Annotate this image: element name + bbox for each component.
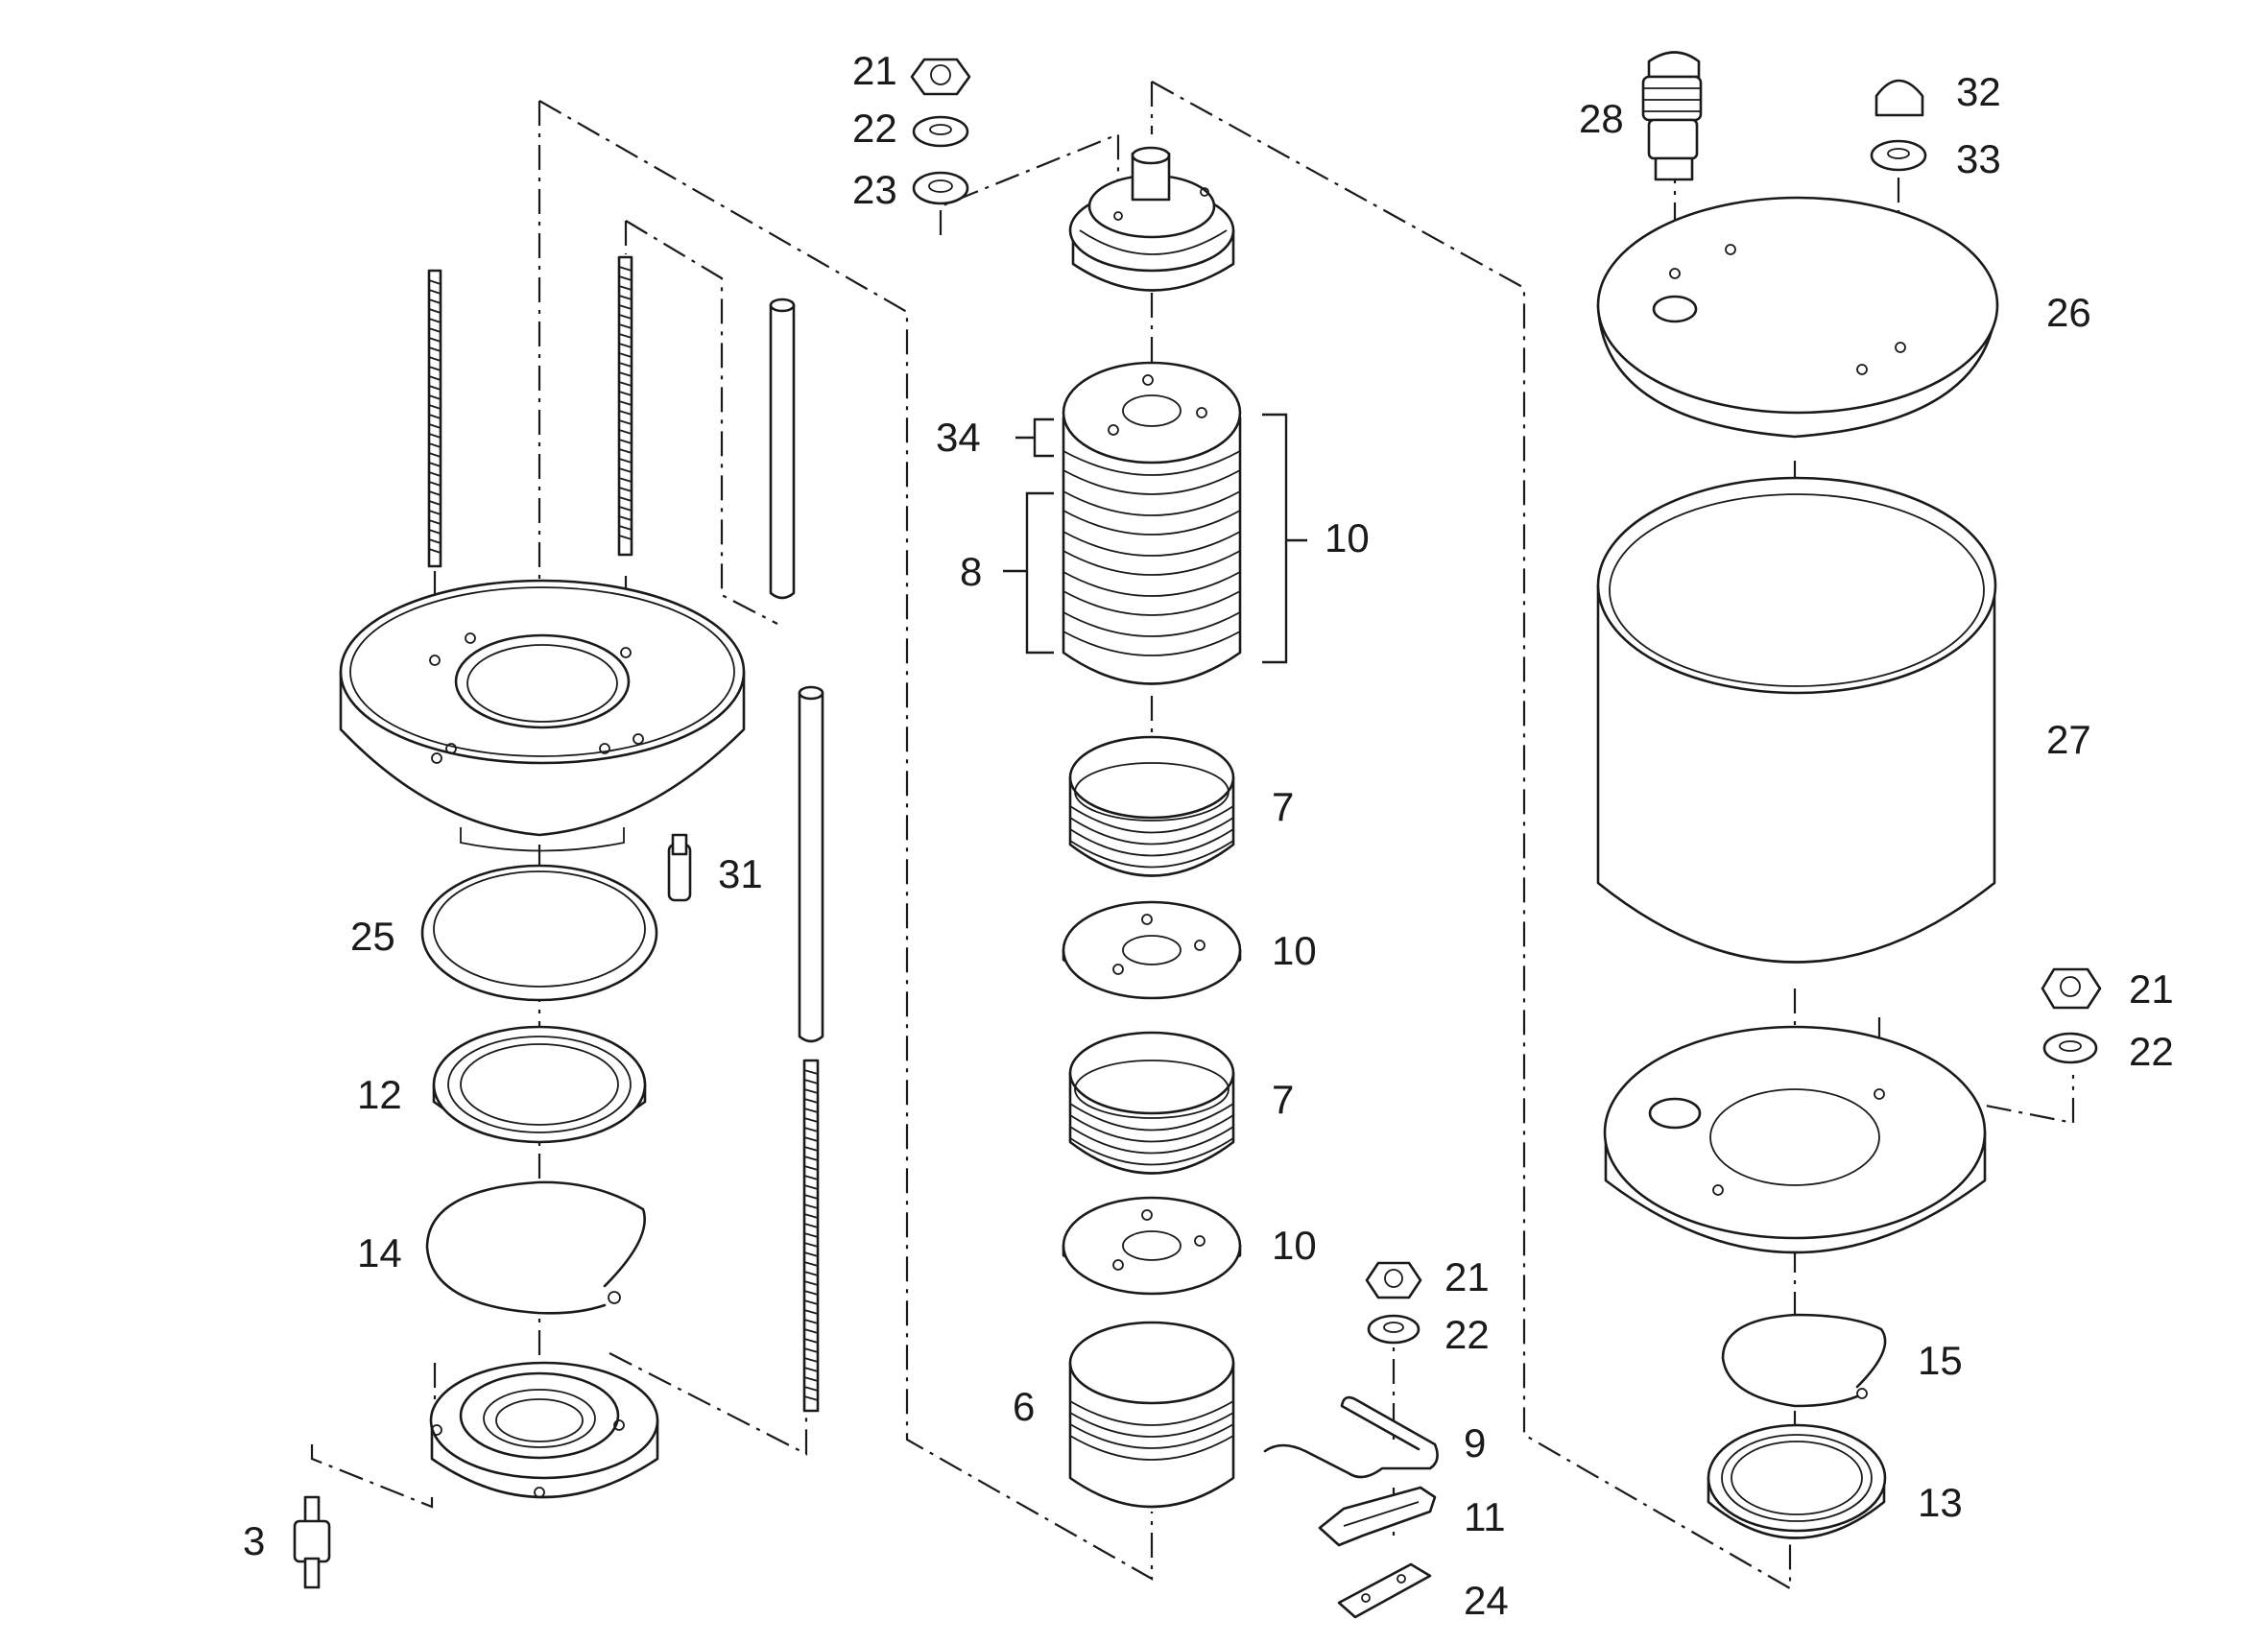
valve	[1641, 51, 1703, 181]
label-15: 15	[1918, 1338, 1963, 1383]
label-22-bottom: 22	[1444, 1312, 1490, 1357]
nut-bottom	[1365, 1261, 1422, 1299]
washer-lock-top	[912, 171, 969, 205]
plate-small	[1337, 1562, 1432, 1619]
label-3: 3	[243, 1518, 265, 1563]
disk-mid	[1062, 900, 1242, 1000]
disk-stack	[1062, 361, 1242, 685]
label-26: 26	[2046, 290, 2091, 335]
tube-upper	[769, 298, 796, 600]
washer-33	[1870, 139, 1927, 172]
label-10-stack: 10	[1325, 515, 1370, 560]
nut-top	[910, 58, 971, 96]
label-21-top: 21	[852, 48, 897, 93]
label-23: 23	[852, 167, 897, 212]
clamp	[1318, 1486, 1437, 1547]
label-14: 14	[357, 1230, 402, 1275]
lower-housing	[429, 1361, 659, 1499]
bracket-34	[1015, 417, 1054, 458]
threaded-rod-left	[427, 269, 442, 568]
bracket-10	[1262, 413, 1307, 664]
label-28: 28	[1579, 96, 1624, 141]
cap-nut	[1874, 79, 1924, 117]
o-ring	[420, 864, 658, 1002]
washer-top	[912, 115, 969, 148]
label-12: 12	[357, 1072, 402, 1117]
label-25: 25	[350, 914, 395, 959]
threaded-rod-long	[802, 1059, 820, 1413]
label-32: 32	[1956, 69, 2001, 114]
cylinder-housing	[1596, 476, 1997, 964]
label-22-right: 22	[2129, 1029, 2174, 1074]
label-7-lower: 7	[1272, 1077, 1294, 1122]
label-9: 9	[1464, 1420, 1486, 1465]
label-10-mid: 10	[1272, 928, 1317, 973]
lid	[1596, 196, 1999, 439]
washer-bottom	[1367, 1314, 1420, 1345]
label-31: 31	[718, 851, 763, 896]
label-13: 13	[1918, 1480, 1963, 1525]
bracket-8	[1003, 491, 1054, 655]
label-10-low: 10	[1272, 1223, 1317, 1268]
threaded-rod-right	[617, 255, 633, 557]
sleeve	[1068, 1321, 1235, 1509]
label-11: 11	[1464, 1494, 1506, 1539]
circlip-right	[1721, 1313, 1887, 1408]
pin	[667, 833, 692, 902]
label-8: 8	[960, 549, 982, 594]
label-24: 24	[1464, 1578, 1509, 1623]
disk-low	[1062, 1196, 1242, 1296]
label-21-bottom: 21	[1444, 1254, 1490, 1299]
spacer-lower	[1068, 1031, 1235, 1175]
tube-long	[798, 685, 824, 1043]
label-21-right: 21	[2129, 966, 2174, 1012]
washer-right	[2042, 1032, 2098, 1064]
label-27: 27	[2046, 717, 2091, 762]
label-33: 33	[1956, 136, 2001, 181]
circlip	[425, 1180, 646, 1315]
top-cap	[1068, 146, 1235, 292]
label-6: 6	[1013, 1384, 1035, 1429]
spacer-upper	[1068, 735, 1235, 877]
bottom-flange	[1603, 1025, 1987, 1254]
label-22-top: 22	[852, 106, 897, 151]
base-plate	[339, 579, 746, 852]
part-labels: 21 22 23 34 8 10 7 10 7 10 6 21 22 9 11 …	[243, 48, 2174, 1623]
seal-ring	[1707, 1423, 1887, 1539]
stud	[293, 1495, 331, 1589]
nut-right	[2041, 967, 2102, 1010]
wire-spring	[1263, 1395, 1439, 1479]
label-7-upper: 7	[1272, 784, 1294, 829]
bearing-ring	[432, 1025, 647, 1144]
label-34: 34	[936, 415, 981, 460]
